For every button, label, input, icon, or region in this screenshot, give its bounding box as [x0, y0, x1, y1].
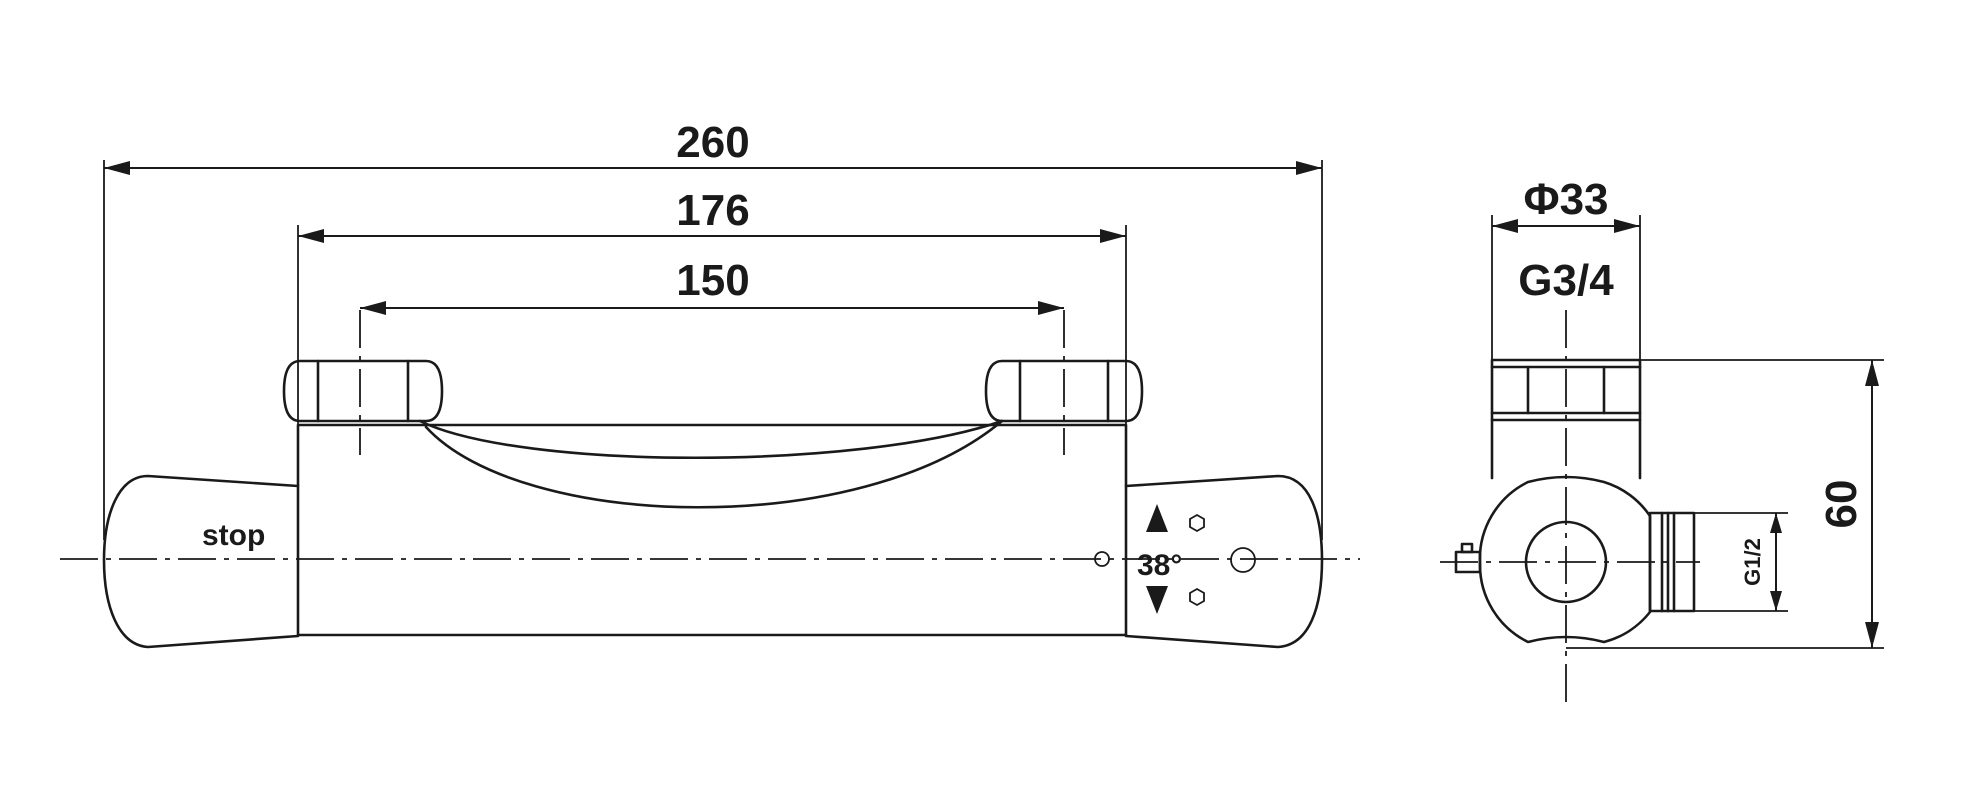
- temp-down-arrow: [1146, 586, 1168, 614]
- mixer-body: [296, 423, 1128, 637]
- dim-60-text: 60: [1817, 480, 1866, 529]
- dim-260-text: 260: [676, 118, 749, 167]
- hex-mark-top: [1189, 513, 1205, 533]
- temperature-label: 38°: [1137, 549, 1182, 582]
- dimension-phi33: Φ33: [1492, 175, 1640, 233]
- dim-150-text: 150: [676, 256, 749, 305]
- hex-mark-bottom: [1189, 587, 1205, 607]
- pointer-dot: [1094, 551, 1110, 567]
- stop-label: stop: [202, 519, 265, 552]
- screw-cap: [1230, 547, 1256, 573]
- left-handle: [102, 474, 300, 649]
- dimension-g12: G1/2: [1694, 512, 1788, 612]
- inlet-bridge-lower: [424, 419, 1004, 509]
- dim-phi33-text: Φ33: [1523, 175, 1608, 224]
- dimension-176: 176: [298, 186, 1126, 243]
- outlet-thread-label: G1/2: [1740, 538, 1765, 586]
- dimension-260: 260: [104, 118, 1322, 175]
- front-view: stop 38° 260 176: [60, 118, 1360, 649]
- side-view: Φ33 G3/4 60 G1/2: [1440, 175, 1884, 710]
- left-inlet-nut: [282, 359, 444, 423]
- side-bore: [1524, 520, 1608, 604]
- inlet-thread-label: G3/4: [1518, 256, 1614, 305]
- temp-up-arrow: [1146, 504, 1168, 532]
- side-body-disc: [1478, 475, 1652, 644]
- dimension-60: 60: [1817, 360, 1879, 648]
- dimension-150: 150: [360, 256, 1064, 315]
- side-top-nut: [1490, 358, 1642, 422]
- side-outlet-connector: [1648, 511, 1696, 613]
- inlet-bridge: [418, 419, 1004, 459]
- right-handle: [1124, 474, 1324, 649]
- side-left-stub: [1454, 542, 1482, 574]
- dim-176-text: 176: [676, 186, 749, 235]
